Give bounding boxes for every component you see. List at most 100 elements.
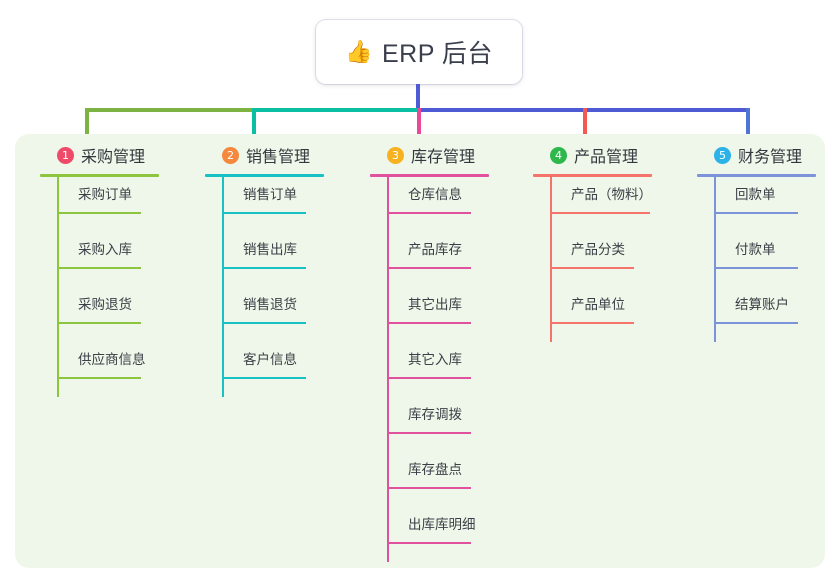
root-node-title: 👍 ERP 后台 bbox=[345, 34, 493, 70]
branch-item-rule bbox=[57, 377, 141, 379]
branch-item-label: 产品分类 bbox=[571, 242, 625, 257]
branch-item-rule bbox=[387, 267, 471, 269]
branch-item[interactable]: 产品库存 bbox=[387, 232, 530, 287]
branch-items-finance: 回款单付款单结算账户 bbox=[697, 177, 839, 342]
branch-item-label: 采购入库 bbox=[78, 242, 132, 257]
drop-connector-purchasing bbox=[85, 108, 89, 137]
branch-item-rule bbox=[387, 487, 471, 489]
branch-item-label: 采购订单 bbox=[78, 187, 132, 202]
branch-item-rule bbox=[387, 542, 471, 544]
branch-item-label: 结算账户 bbox=[735, 297, 789, 312]
branch-items-product: 产品（物料） 产品分类产品单位 bbox=[533, 177, 693, 342]
branch-title-purchasing: 采购管理 bbox=[81, 149, 146, 166]
branch-number-badge: 3 bbox=[387, 146, 404, 164]
branch-item-label: 回款单 bbox=[735, 187, 776, 202]
branch-item[interactable]: 产品单位 bbox=[550, 287, 693, 342]
branch-item[interactable]: 销售订单 bbox=[222, 177, 365, 232]
branch-item-label: 产品库存 bbox=[408, 242, 462, 257]
branch-item[interactable]: 库存盘点 bbox=[387, 452, 530, 507]
branch-spine bbox=[222, 177, 224, 397]
branch-item-rule bbox=[387, 322, 471, 324]
branch-item[interactable]: 销售出库 bbox=[222, 232, 365, 287]
branch-item-label: 其它出库 bbox=[408, 297, 462, 312]
branch-item[interactable]: 销售退货 bbox=[222, 287, 365, 342]
branch-column-product: 4 产品管理产品（物料） 产品分类产品单位 bbox=[533, 142, 693, 342]
branch-item-rule bbox=[714, 212, 798, 214]
branch-column-purchasing: 1 采购管理采购订单采购入库采购退货供应商信息 bbox=[40, 142, 200, 397]
branch-spine bbox=[550, 177, 552, 342]
branch-item-label: 销售订单 bbox=[243, 187, 297, 202]
branch-item[interactable]: 结算账户 bbox=[714, 287, 839, 342]
drop-connector-finance bbox=[746, 108, 750, 137]
branch-item[interactable]: 供应商信息 bbox=[57, 342, 200, 397]
branch-item-rule bbox=[222, 212, 306, 214]
branch-item-label: 采购退货 bbox=[78, 297, 132, 312]
branch-item[interactable]: 付款单 bbox=[714, 232, 839, 287]
branch-item-label: 库存调拨 bbox=[408, 407, 462, 422]
branch-item[interactable]: 出库库明细 bbox=[387, 507, 530, 562]
branch-spine bbox=[387, 177, 389, 562]
branch-item[interactable]: 其它入库 bbox=[387, 342, 530, 397]
branch-header-rule bbox=[370, 174, 489, 177]
branch-number-badge: 5 bbox=[714, 146, 731, 164]
branch-item[interactable]: 采购入库 bbox=[57, 232, 200, 287]
branch-items-purchasing: 采购订单采购入库采购退货供应商信息 bbox=[40, 177, 200, 397]
branch-item[interactable]: 库存调拨 bbox=[387, 397, 530, 452]
diagram-panel: 1 采购管理采购订单采购入库采购退货供应商信息 2 销售管理销售订单销售出库销售退货… bbox=[15, 134, 825, 568]
branch-item-rule bbox=[387, 432, 471, 434]
branch-header-rule bbox=[205, 174, 324, 177]
branch-header-inventory[interactable]: 3 库存管理 bbox=[370, 142, 530, 168]
drop-connector-sales bbox=[252, 108, 256, 137]
branch-item-rule bbox=[222, 377, 306, 379]
branch-item-rule bbox=[550, 322, 634, 324]
branch-column-sales: 2 销售管理销售订单销售出库销售退货客户信息 bbox=[205, 142, 365, 397]
horizontal-connector-teal bbox=[252, 108, 419, 112]
branch-spine bbox=[57, 177, 59, 397]
branch-item-label: 仓库信息 bbox=[408, 187, 462, 202]
branch-item[interactable]: 产品（物料） bbox=[550, 177, 693, 232]
branch-item[interactable]: 产品分类 bbox=[550, 232, 693, 287]
branch-item-rule bbox=[550, 212, 650, 214]
thumbs-up-icon: 👍 bbox=[345, 39, 373, 64]
branch-item-rule bbox=[550, 267, 634, 269]
branch-item[interactable]: 采购退货 bbox=[57, 287, 200, 342]
branch-item-rule bbox=[57, 322, 141, 324]
branch-item-rule bbox=[387, 212, 471, 214]
branch-item-label: 产品单位 bbox=[571, 297, 625, 312]
branch-title-product: 产品管理 bbox=[574, 149, 639, 166]
branch-header-sales[interactable]: 2 销售管理 bbox=[205, 142, 365, 168]
branch-title-sales: 销售管理 bbox=[246, 149, 311, 166]
branch-header-rule bbox=[697, 174, 816, 177]
branch-header-purchasing[interactable]: 1 采购管理 bbox=[40, 142, 200, 168]
branch-item-rule bbox=[714, 267, 798, 269]
branch-header-product[interactable]: 4 产品管理 bbox=[533, 142, 693, 168]
branch-number-badge: 2 bbox=[222, 146, 239, 164]
branch-item-label: 销售退货 bbox=[243, 297, 297, 312]
branch-spine bbox=[714, 177, 716, 342]
branch-item[interactable]: 采购订单 bbox=[57, 177, 200, 232]
branch-item-label: 客户信息 bbox=[243, 352, 297, 367]
trunk-connector bbox=[416, 84, 420, 111]
branch-item[interactable]: 客户信息 bbox=[222, 342, 365, 397]
root-node-card[interactable]: 👍 ERP 后台 bbox=[316, 20, 522, 84]
branch-item-rule bbox=[222, 267, 306, 269]
branch-number-badge: 4 bbox=[550, 146, 567, 164]
branch-item-rule bbox=[222, 322, 306, 324]
branch-item[interactable]: 仓库信息 bbox=[387, 177, 530, 232]
root-node-label: ERP 后台 bbox=[382, 40, 493, 68]
branch-item-rule bbox=[387, 377, 471, 379]
branch-items-sales: 销售订单销售出库销售退货客户信息 bbox=[205, 177, 365, 397]
branch-item[interactable]: 其它出库 bbox=[387, 287, 530, 342]
branch-header-rule bbox=[533, 174, 652, 177]
branch-item-label: 供应商信息 bbox=[78, 352, 146, 367]
branch-item[interactable]: 回款单 bbox=[714, 177, 839, 232]
branch-item-rule bbox=[714, 322, 798, 324]
branch-number-badge: 1 bbox=[57, 146, 74, 164]
branch-title-inventory: 库存管理 bbox=[411, 149, 476, 166]
drop-connector-product bbox=[583, 108, 587, 137]
branch-item-label: 销售出库 bbox=[243, 242, 297, 257]
branch-header-rule bbox=[40, 174, 159, 177]
horizontal-connector-green bbox=[85, 108, 254, 112]
